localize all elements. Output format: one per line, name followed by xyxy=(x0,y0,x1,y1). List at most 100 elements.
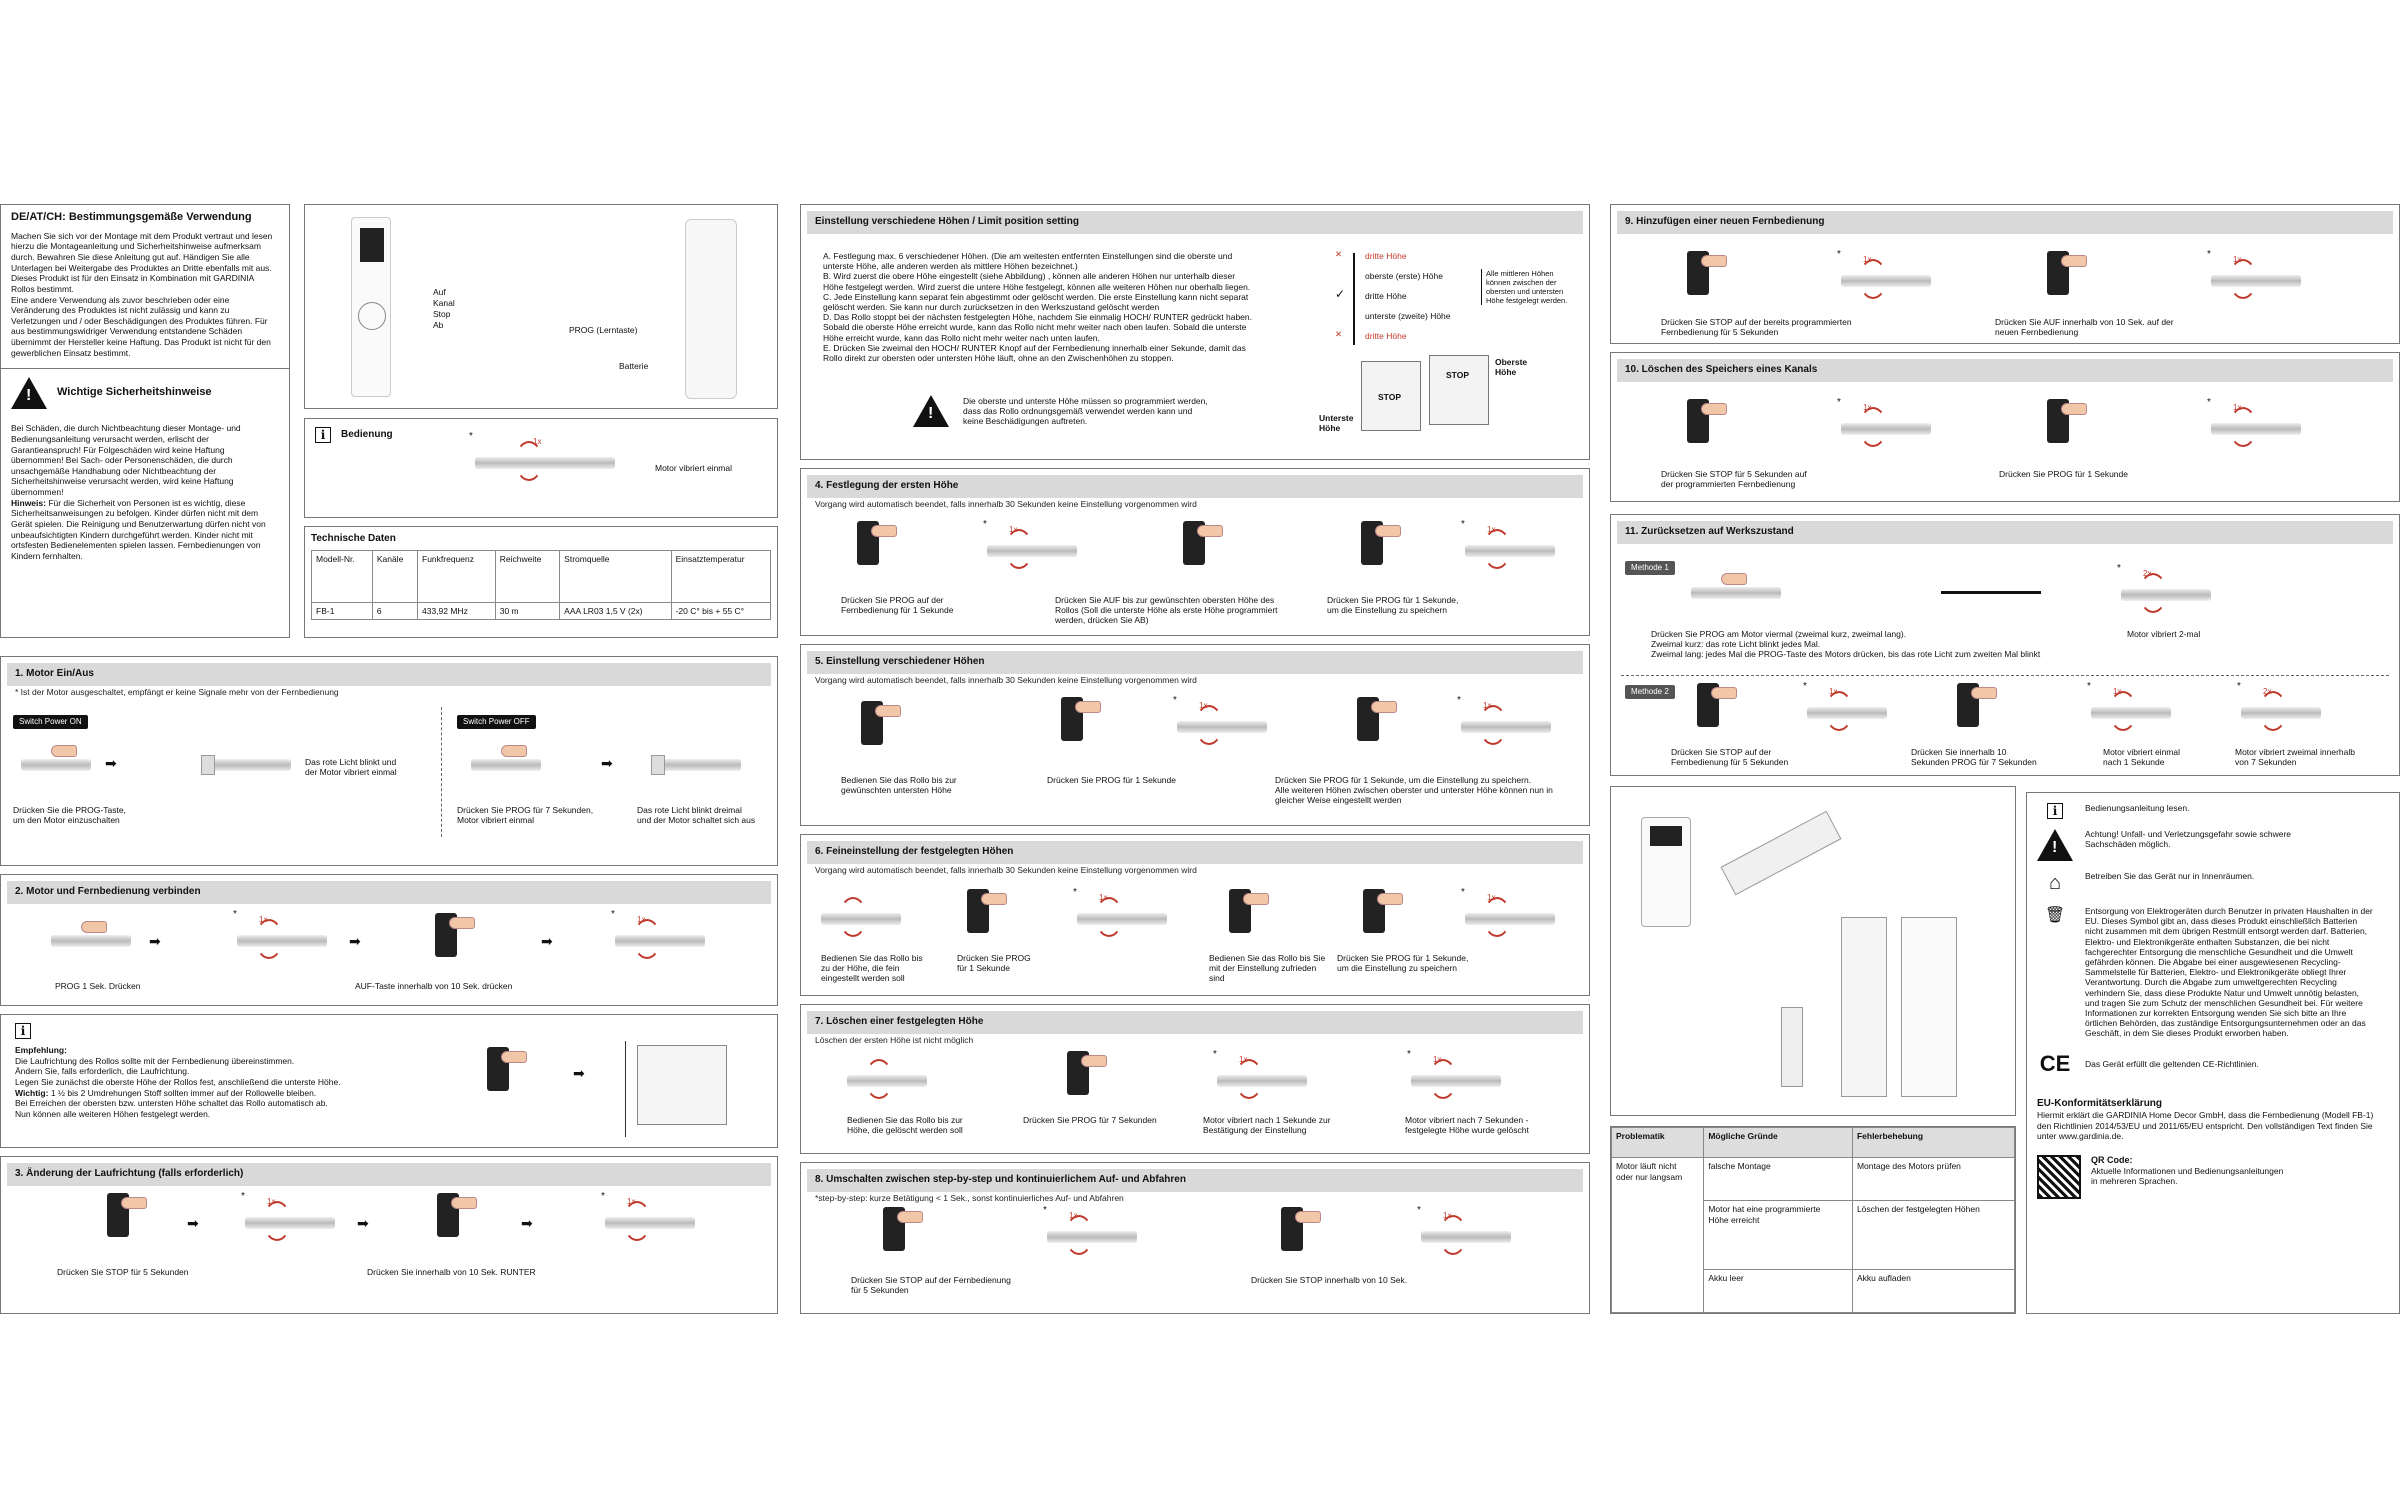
column-3: 9. Hinzufügen einer neuen Fernbedienung … xyxy=(1610,196,2400,1318)
remote-side-image xyxy=(1841,917,1887,1097)
symbols-panel: i Bedienungsanleitung lesen. ! Achtung! … xyxy=(2026,792,2400,1314)
column-2: Einstellung verschiedene Höhen / Limit p… xyxy=(800,196,1590,1318)
s10-b: Drücken Sie PROG für 1 Sekunde xyxy=(1999,469,2128,479)
battery-install-panel xyxy=(1610,786,2016,1116)
arrow-icon: ➡ xyxy=(357,1215,369,1231)
remote-front-image xyxy=(351,217,391,397)
section-1-title: 1. Motor Ein/Aus xyxy=(7,663,771,686)
prog-press-figure xyxy=(21,739,91,789)
section-6-sub: Vorgang wird automatisch beendet, falls … xyxy=(815,864,1197,875)
s1-b: Das rote Licht blinkt und der Motor vibr… xyxy=(305,757,397,778)
motor-vibrate-figure: 1x* xyxy=(1043,1205,1137,1261)
prog-press-figure xyxy=(1691,567,1781,617)
remote-press-figure xyxy=(471,1045,541,1095)
hint-body: Für die Sicherheit von Personen ist es w… xyxy=(11,497,266,561)
section-6-title: 6. Feineinstellung der festgelegten Höhe… xyxy=(807,841,1583,864)
remote-press-figure-2 xyxy=(1045,695,1115,745)
label-auf: Auf xyxy=(433,287,446,297)
label-batterie: Batterie xyxy=(619,361,649,371)
recommendation-label: Empfehlung: xyxy=(15,1045,67,1055)
warning-icon: ! xyxy=(913,395,949,427)
prog-press-figure-2 xyxy=(471,739,541,789)
levels-diagram: ✕ dritte Höhe oberste (erste) Höhe ✓ dri… xyxy=(1335,249,1581,349)
remote-press-figure-2 xyxy=(2031,249,2101,299)
section-7-sub: Löschen der ersten Höhe ist nicht möglic… xyxy=(815,1034,974,1045)
eu-body: Hiermit erklärt die GARDINIA Home Decor … xyxy=(2037,1110,2374,1141)
upper-label: Oberste Höhe xyxy=(1495,357,1528,378)
method-1-result: Motor vibriert 2-mal xyxy=(2127,629,2201,639)
s6-c: Bedienen Sie das Rollo bis Sie mit der E… xyxy=(1209,953,1326,984)
motor-vibrate-figure: 1x* xyxy=(1173,695,1267,751)
remote-press-figure-3 xyxy=(1347,887,1417,937)
s11-a: Drücken Sie STOP auf der Fernbedienung f… xyxy=(1671,747,1789,768)
s5-c: Drücken Sie PROG für 1 Sekunde, um die E… xyxy=(1275,775,1553,806)
switch-on-badge: Switch Power ON xyxy=(13,715,88,729)
s9-a: Drücken Sie STOP auf der bereits program… xyxy=(1661,317,1852,338)
tech-title: Technische Daten xyxy=(311,533,396,544)
section-5-title: 5. Einstellung verschiedener Höhen xyxy=(807,651,1583,674)
s7-a: Bedienen Sie das Rollo bis zur Höhe, die… xyxy=(847,1115,963,1136)
intro-body: Machen Sie sich vor der Montage mit dem … xyxy=(11,230,273,358)
s1-a: Drücken Sie die PROG-Taste, um den Motor… xyxy=(13,805,126,826)
section-1-sub: * Ist der Motor ausgeschaltet, empfängt … xyxy=(15,686,339,697)
level-1: oberste (erste) Höhe xyxy=(1365,271,1443,281)
remote-press-figure xyxy=(1681,681,1751,731)
s11-d: Motor vibriert zweimal innerhalb von 7 S… xyxy=(2235,747,2355,768)
section-3: 3. Änderung der Laufrichtung (falls erfo… xyxy=(0,1156,778,1314)
s5-b: Drücken Sie PROG für 1 Sekunde xyxy=(1047,775,1176,785)
remote-press-figure-2 xyxy=(1213,887,1283,937)
s11-c: Motor vibriert einmal nach 1 Sekunde xyxy=(2103,747,2180,768)
lower-label: Unterste Höhe xyxy=(1319,413,1354,434)
remote-press-figure xyxy=(419,911,489,961)
s11-b: Drücken Sie innerhalb 10 Sekunden PROG f… xyxy=(1911,747,2037,768)
remote-press-figure xyxy=(951,887,1021,937)
remote-press-figure-3 xyxy=(1341,695,1411,745)
remote-press-figure-3 xyxy=(1345,519,1415,569)
remote-back-image xyxy=(685,219,737,399)
motor-vibrate-figure: 1x* xyxy=(233,909,327,965)
motor-vibrate-figure-2: 1x* xyxy=(1417,1205,1511,1261)
remote-press-figure-2 xyxy=(421,1191,491,1241)
bedienung-text: Motor vibriert einmal xyxy=(655,463,732,473)
remote-press-figure xyxy=(867,1205,937,1255)
s4-a: Drücken Sie PROG auf der Fernbedienung f… xyxy=(841,595,954,616)
limit-warning: Die oberste und unterste Höhe müssen so … xyxy=(963,395,1208,427)
section-11: 11. Zurücksetzen auf Werkszustand Method… xyxy=(1610,514,2400,776)
label-ab: Ab xyxy=(433,320,444,330)
cross-icon: ✕ xyxy=(1335,249,1343,259)
arrow-icon: ➡ xyxy=(541,933,553,949)
blind-upper-image: STOP xyxy=(1429,355,1489,425)
remote-press-figure xyxy=(1051,1049,1121,1099)
eu-title: EU-Konformitätserklärung xyxy=(2037,1097,2163,1109)
arrow-icon: ➡ xyxy=(187,1215,199,1231)
level-bracket: Alle mittleren Höhen können zwischen der… xyxy=(1481,269,1567,305)
motor-vibrate-figure: 1x* xyxy=(1837,397,1931,453)
section-8-sub: *step-by-step: kurze Betätigung < 1 Sek.… xyxy=(815,1192,1124,1203)
remote-press-figure xyxy=(91,1191,161,1241)
s2-b: AUF-Taste innerhalb von 10 Sek. drücken xyxy=(355,981,513,991)
arrow-icon: ➡ xyxy=(149,933,161,949)
motor-vibrate-figure-2: 1x* xyxy=(1461,519,1555,575)
problem-cell: Motor läuft nicht oder nur langsam xyxy=(1611,1157,1705,1313)
remote-press-figure xyxy=(845,699,915,749)
motor-vibrate-figure-2: 1x* xyxy=(2207,397,2301,453)
manual-icon: i xyxy=(2047,803,2063,819)
hint-label: Hinweis: xyxy=(11,497,46,508)
section-2: 2. Motor und Fernbedienung verbinden ➡ 1… xyxy=(0,874,778,1006)
s8-a: Drücken Sie STOP auf der Fernbedienung f… xyxy=(851,1275,1011,1296)
section-5: 5. Einstellung verschiedener Höhen Vorga… xyxy=(800,644,1590,826)
battery-image xyxy=(1781,1007,1803,1087)
s3-a: Drücken Sie STOP für 5 Sekunden xyxy=(57,1267,189,1277)
section-9-title: 9. Hinzufügen einer neuen Fernbedienung xyxy=(1617,211,2393,234)
back-cover-image xyxy=(1720,810,1842,896)
section-10-title: 10. Löschen des Speichers eines Kanals xyxy=(1617,359,2393,382)
blind-lower-image: STOP xyxy=(1361,361,1421,431)
remote-press-figure-2 xyxy=(2031,397,2101,447)
motor-vibrate-figure-3: 1x* xyxy=(2087,681,2171,737)
safety-title: Wichtige Sicherheitshinweise xyxy=(57,386,212,399)
remote-panel: Auf Kanal Stop Ab PROG (Lerntaste) Batte… xyxy=(304,204,778,409)
section-1: 1. Motor Ein/Aus * Ist der Motor ausgesc… xyxy=(0,656,778,866)
section-7-title: 7. Löschen einer festgelegten Höhe xyxy=(807,1011,1583,1034)
